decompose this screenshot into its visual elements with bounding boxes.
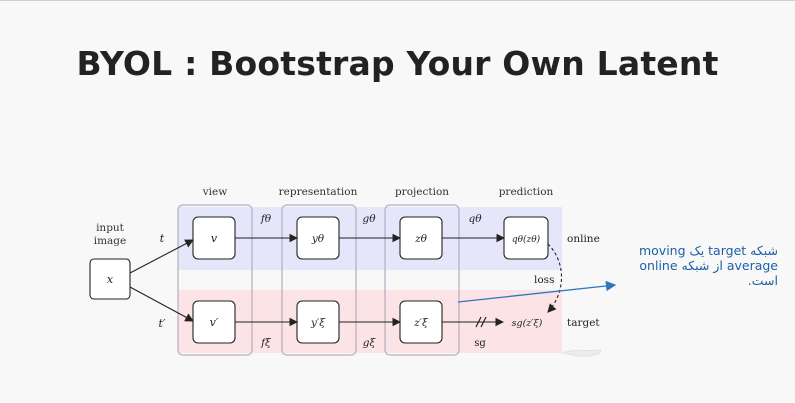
loss-arrow xyxy=(547,243,563,313)
online-view-node-label: v xyxy=(211,232,218,245)
target-g-label: gξ xyxy=(363,337,377,349)
annotation-line-3: است. xyxy=(747,273,778,288)
online-branch-label: online xyxy=(567,233,600,245)
slide-title: BYOL : Bootstrap Your Own Latent xyxy=(76,44,719,83)
online-pred-node-label: qθ(zθ) xyxy=(512,234,541,245)
arrow-input-to-target xyxy=(129,286,194,322)
target-sg-node-label: sg(z′ξ) xyxy=(512,318,543,329)
persian-annotation: شبکه target یک moving average از شبکه on… xyxy=(606,243,778,288)
top-divider xyxy=(0,0,795,1)
target-f-label: fξ xyxy=(260,337,272,349)
transform-label-top: t xyxy=(160,232,165,245)
target-view-node-label: v′ xyxy=(210,316,219,329)
input-label-line1: input xyxy=(96,222,125,234)
target-rep-node-label: y′ξ xyxy=(310,317,326,329)
online-g-label: gθ xyxy=(362,213,376,225)
stop-gradient-slash-2 xyxy=(480,316,487,328)
target-sg-label: sg xyxy=(474,338,486,349)
annotation-line-2: average از شبکه online xyxy=(639,258,778,273)
scribble-mark xyxy=(561,349,602,357)
online-q-label: qθ xyxy=(468,213,482,225)
arrow-input-to-online xyxy=(129,239,194,274)
input-node-label: x xyxy=(107,273,114,286)
stage-label-projection: projection xyxy=(395,186,449,198)
stage-label-representation: representation xyxy=(279,186,358,198)
input-label-line2: image xyxy=(94,235,127,247)
annotation-pointer-arrow xyxy=(457,280,617,303)
projection-stage-box xyxy=(384,204,460,356)
stop-gradient-slash-1 xyxy=(475,316,482,328)
stage-label-view: view xyxy=(202,186,228,198)
online-proj-node-label: zθ xyxy=(414,233,428,245)
target-branch-label: target xyxy=(567,317,600,329)
annotation-line-1: شبکه target یک moving xyxy=(638,243,778,258)
online-f-label: fθ xyxy=(260,213,272,225)
target-proj-node-label: z′ξ xyxy=(413,317,429,329)
representation-stage-box xyxy=(281,204,357,356)
loss-label: loss xyxy=(534,274,554,286)
input-node xyxy=(89,258,131,300)
view-stage-box xyxy=(177,204,253,356)
transform-label-bottom: t′ xyxy=(159,317,166,330)
online-rep-node-label: yθ xyxy=(311,233,325,245)
stage-label-prediction: prediction xyxy=(499,186,554,198)
